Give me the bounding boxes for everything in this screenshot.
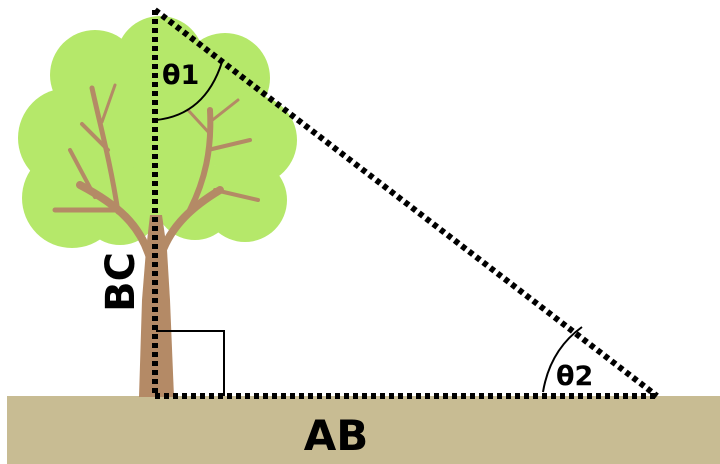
theta2-arc — [542, 326, 583, 393]
tree-trunk — [139, 215, 174, 397]
theta2-label: θ2 — [556, 361, 593, 392]
dotted-triangle — [152, 7, 659, 399]
tree-branches — [52, 83, 260, 262]
tree-foliage — [18, 16, 297, 248]
hypotenuse — [153, 7, 659, 399]
ab-label: AB — [304, 411, 369, 460]
bc-label: BC — [98, 252, 144, 312]
ground — [7, 396, 720, 464]
theta1-label: θ1 — [162, 60, 199, 91]
theta1-arc — [155, 61, 223, 121]
right-angle-marker — [156, 330, 225, 396]
